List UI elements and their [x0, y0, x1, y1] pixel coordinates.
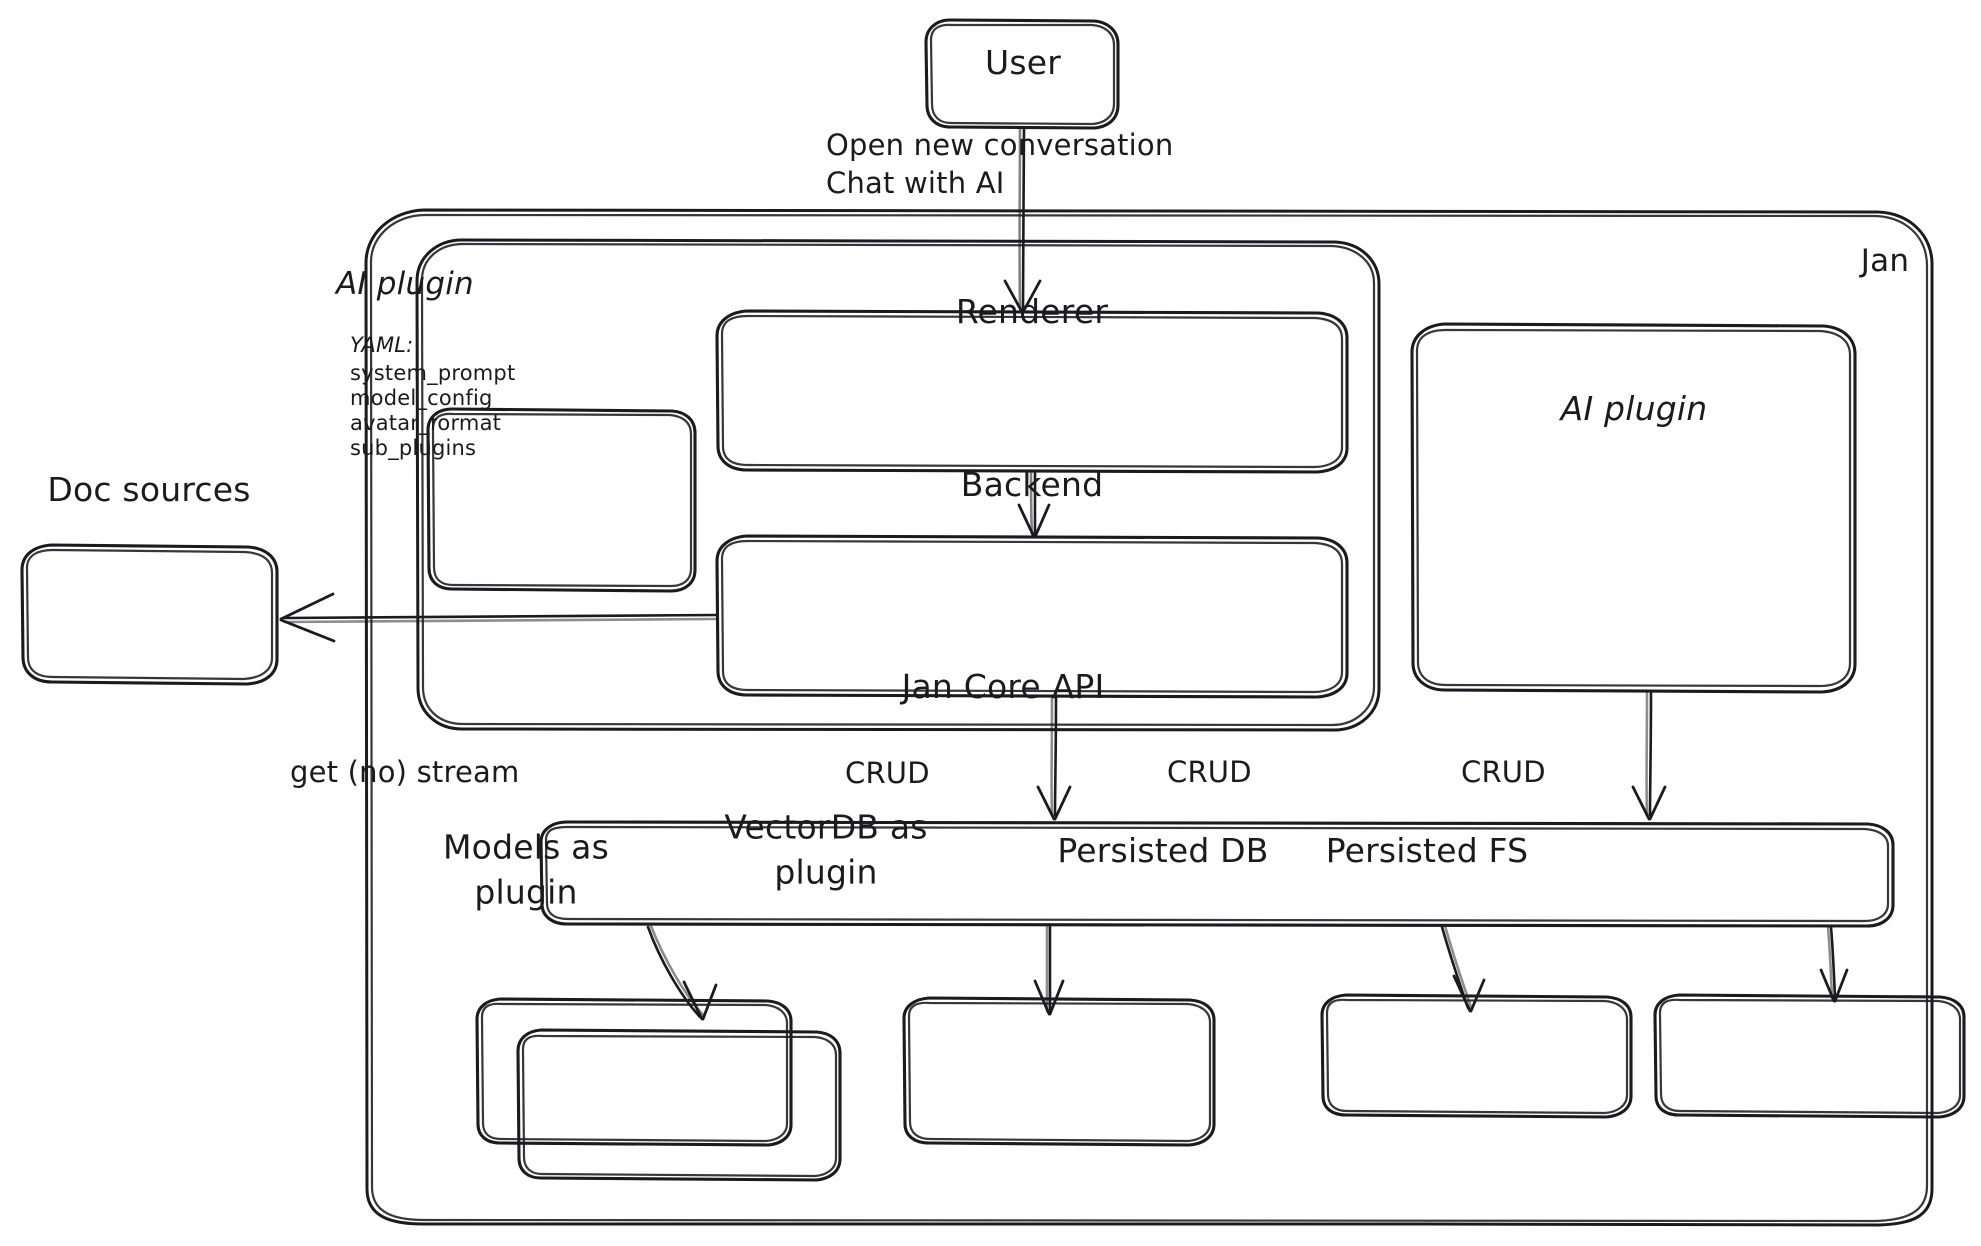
node-user-shape[interactable] — [924, 18, 1120, 130]
container-jan-label: Jan — [1860, 243, 1910, 280]
edge-label-crud-persisted-db: CRUD — [1167, 755, 1252, 789]
note-yaml-line-model-config: model_config — [350, 386, 493, 410]
node-jan-core-api-shape[interactable] — [539, 820, 1895, 928]
node-doc-sources-shape[interactable] — [20, 543, 279, 686]
edge-user-to-renderer — [1003, 127, 1042, 314]
node-persisted-db-label: Persisted DB — [1057, 830, 1269, 870]
edge-label-crud-persisted-fs: CRUD — [1461, 755, 1546, 789]
node-backend-label: Backend — [960, 464, 1104, 504]
node-models-plugin-shape[interactable] — [516, 1028, 842, 1182]
node-vectordb-plugin-label: VectorDB as plugin — [724, 807, 928, 891]
node-vectordb-plugin-shape[interactable] — [902, 996, 1216, 1147]
node-user-label: User — [984, 42, 1062, 82]
node-models-plugin-back-shape[interactable] — [475, 997, 793, 1147]
container-ai-plugin-shape — [415, 238, 1381, 732]
note-yaml-header: YAML: — [350, 333, 414, 357]
note-yaml-shape — [426, 407, 697, 593]
container-ai-plugin-label: AI plugin — [336, 266, 474, 302]
edge-label-open-new-conversation: Open new conversation — [826, 128, 1174, 162]
node-backend-shape[interactable] — [715, 534, 1349, 699]
note-yaml-line-avatar-format: avatar_format — [350, 411, 502, 435]
container-jan-shape — [364, 208, 1934, 1227]
node-ai-plugin-label: AI plugin — [1560, 388, 1708, 428]
edge-label-crud-vectordb: CRUD — [845, 756, 930, 790]
edge-core-api-to-persisted-db — [1440, 924, 1486, 1013]
node-renderer-shape[interactable] — [715, 309, 1349, 474]
node-persisted-fs-label: Persisted FS — [1325, 830, 1529, 870]
edge-ai-plugin-to-core-api — [1631, 691, 1667, 821]
note-yaml-line-system-prompt: system_prompt — [350, 361, 516, 385]
edge-core-api-to-persisted-fs — [1819, 925, 1849, 1003]
edge-backend-to-core-api — [1036, 696, 1072, 821]
node-renderer-label: Renderer — [955, 291, 1109, 331]
edge-core-api-to-vectordb — [1033, 925, 1065, 1016]
edge-renderer-to-backend — [1017, 471, 1051, 539]
edge-core-api-to-models — [646, 924, 718, 1021]
edge-backend-to-doc-sources — [279, 592, 718, 643]
edge-label-chat-with-ai: Chat with AI — [826, 166, 1005, 200]
edge-label-get-no-stream: get (no) stream — [290, 755, 520, 789]
node-ai-plugin-shape[interactable] — [1410, 322, 1857, 694]
node-persisted-db-shape[interactable] — [1320, 993, 1633, 1119]
note-yaml-line-sub-plugins: sub_plugins — [350, 436, 477, 460]
node-persisted-fs-shape[interactable] — [1653, 993, 1966, 1119]
node-doc-sources-label: Doc sources — [47, 469, 251, 509]
node-models-plugin-label: Models as plugin — [443, 827, 609, 911]
node-jan-core-api-label: Jan Core API — [901, 666, 1105, 706]
